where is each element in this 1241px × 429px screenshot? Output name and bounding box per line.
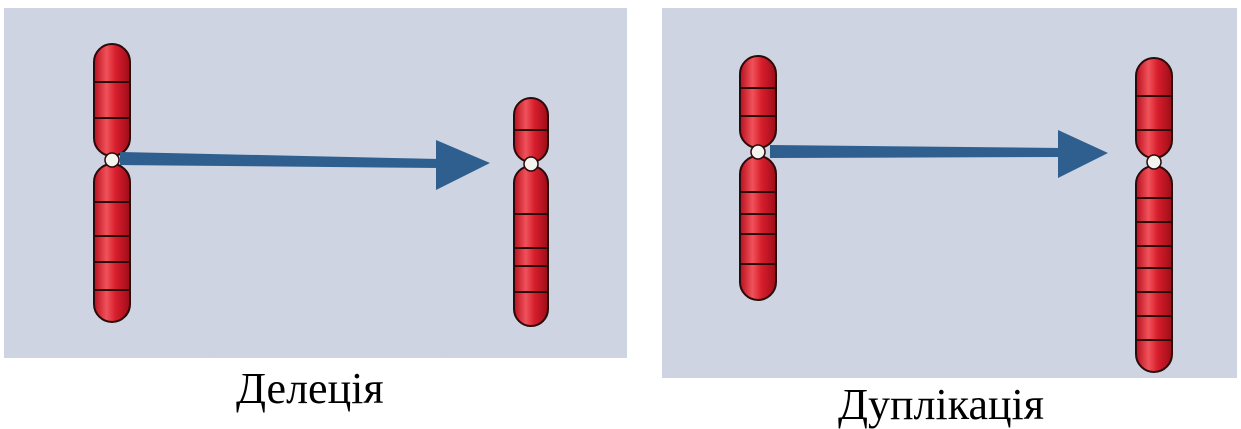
deletion-panel (4, 8, 627, 358)
centromere-left-original (105, 153, 119, 167)
deletion-caption: Делеція (236, 367, 384, 411)
deleted-chromosome (514, 98, 548, 326)
duplication-caption: Дуплікація (838, 383, 1044, 427)
centromere-duplicated (1147, 155, 1161, 169)
duplicated-chromosome (1136, 58, 1172, 372)
duplication-panel (662, 8, 1237, 378)
original-chromosome-left (94, 44, 130, 322)
centromere-deleted (524, 157, 538, 171)
centromere-right-original (751, 145, 765, 159)
original-chromosome-right (740, 56, 776, 300)
